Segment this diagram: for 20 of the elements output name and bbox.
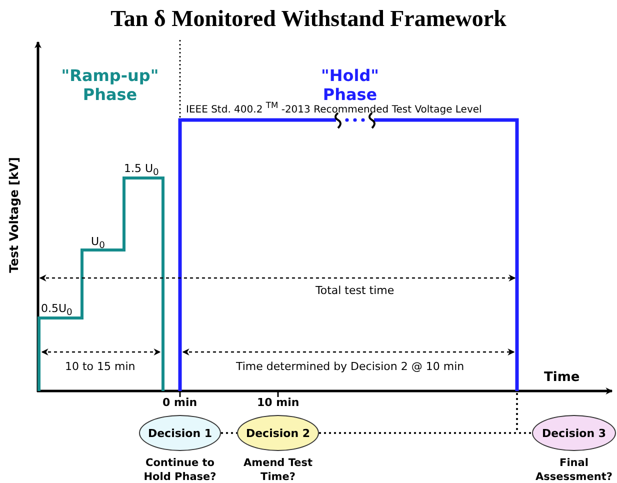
- axis-title: Test Voltage [kV]: [6, 157, 21, 273]
- dotted-connector: [319, 432, 532, 434]
- voltage-level-label: 0.5U$_{0}$: [41, 302, 72, 318]
- duration-label: 10 to 15 min: [65, 360, 136, 373]
- duration-label: Time determined by Decision 2 @ 10 min: [236, 360, 464, 373]
- decision-ellipse: Decision 2: [237, 415, 319, 451]
- axis-title: Time: [544, 370, 580, 385]
- phase-heading: "Ramp-up" Phase: [60, 66, 160, 104]
- chart-title: Tan δ Monitored Withstand Framework: [110, 6, 508, 32]
- decision-question: Final Assessment?: [534, 456, 614, 483]
- voltage-level-label: 1.5 U$_{0}$: [124, 162, 159, 178]
- decision-question: Continue to Hold Phase?: [142, 456, 218, 483]
- decision-ellipse: Decision 1: [139, 415, 221, 451]
- duration-label: Total test time: [316, 284, 394, 297]
- dotted-connector: [221, 432, 237, 434]
- tick-label: 0 min: [162, 396, 198, 409]
- decision-ellipse: Decision 3: [532, 415, 616, 451]
- tick-label: 10 min: [257, 396, 300, 409]
- voltage-level-label: U$_{0}$: [91, 235, 105, 252]
- decision-question: Amend Test Time?: [242, 456, 314, 483]
